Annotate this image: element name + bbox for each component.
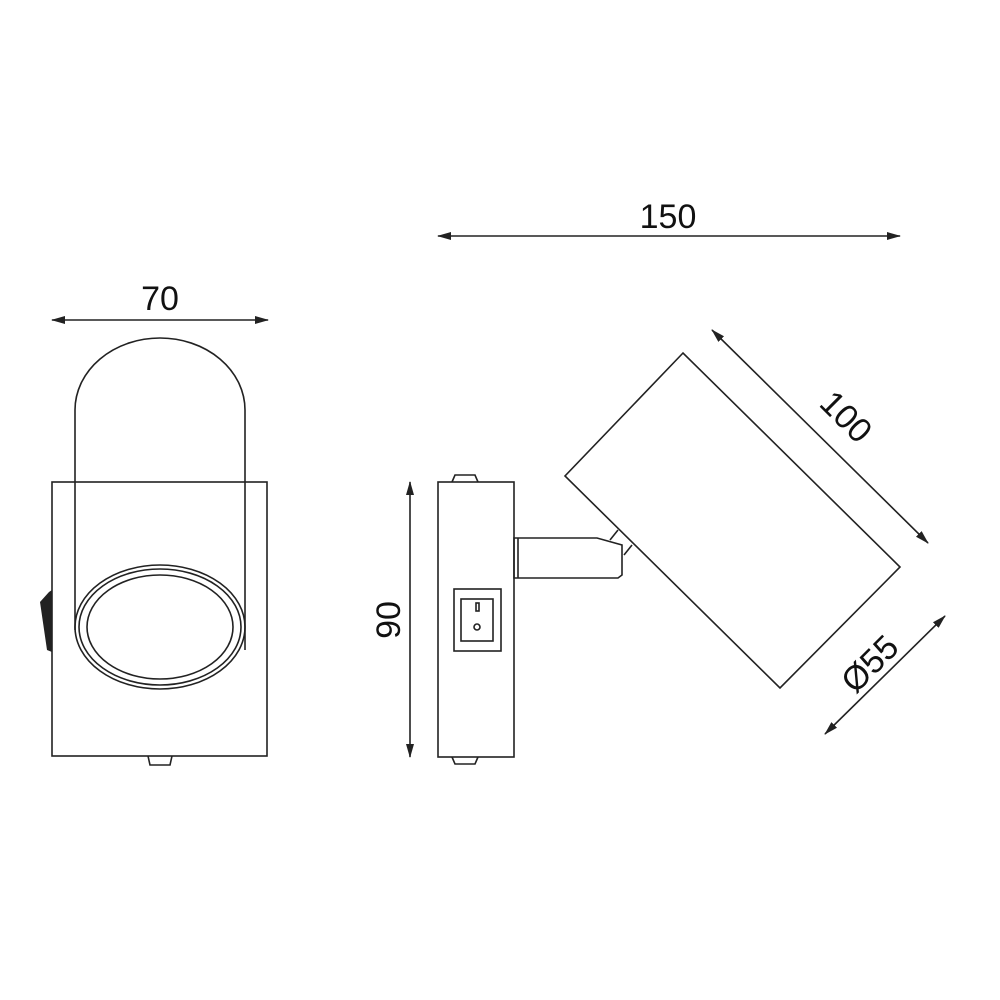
switch-indicator (473, 623, 481, 631)
rocker-switch-icon (40, 590, 52, 652)
lens-ring-mid (78, 568, 242, 686)
wall-plate (51, 481, 268, 757)
top-screw (451, 474, 479, 483)
total-width-dimension-label: 150 (640, 198, 697, 236)
lens-ring-inner (86, 574, 234, 680)
lamp-head-body (74, 337, 246, 650)
bottom-screw (147, 755, 173, 766)
head-diameter-dimension-label: Ø55 (834, 628, 906, 700)
switch-rocker-icon (460, 598, 494, 642)
hinge (609, 529, 633, 556)
switch-frame (453, 588, 502, 652)
head-length-dimension-label: 100 (812, 384, 879, 451)
arm (513, 537, 623, 579)
height-dimension-label: 90 (370, 601, 408, 639)
side-view: 150 90 100 Ø55 (370, 198, 946, 765)
width-dimension-label: 70 (141, 280, 179, 318)
head-length-dimension-line (711, 329, 929, 544)
front-view: 70 (40, 280, 269, 766)
head-diameter-dimension-line (824, 615, 946, 735)
switch-mark (475, 602, 480, 612)
bottom-screw (451, 756, 479, 765)
base-box (437, 481, 515, 758)
lens-ring-outer (74, 564, 246, 690)
